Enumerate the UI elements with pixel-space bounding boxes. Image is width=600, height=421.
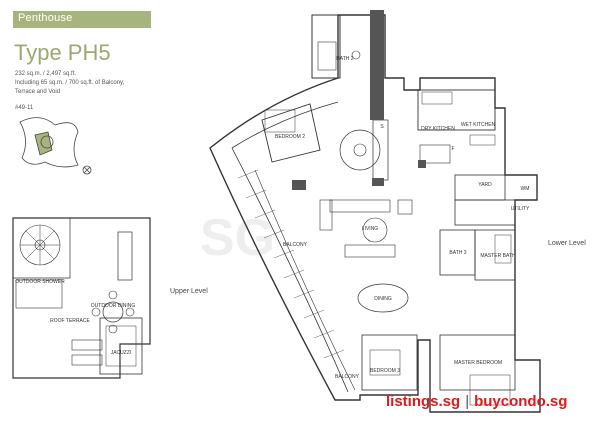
key-plan <box>19 117 92 175</box>
bath-3-label: BATH 3 <box>449 250 466 256</box>
unit-number: #49-11 <box>15 105 34 111</box>
living-label: LIVING <box>362 226 379 232</box>
bath-2-label: BATH 2 <box>336 56 353 62</box>
area-line-3: Terrace and Void <box>15 89 61 95</box>
outdoor-shower-label: OUTDOOR SHOWER <box>15 279 65 285</box>
jacuzzi-label: JACUZZI <box>111 350 132 356</box>
lower-level-plan <box>209 14 541 413</box>
brand-left: listings.sg <box>386 393 461 410</box>
brand-watermark: listings.sg|buycondo.sg <box>386 393 567 410</box>
store-label: S <box>380 124 384 130</box>
dry-kitchen-label: DRY KITCHEN <box>421 126 455 132</box>
utility-label: UTILITY <box>511 206 530 212</box>
brand-right: buycondo.sg <box>474 393 568 410</box>
yard-label: YARD <box>478 182 492 188</box>
outdoor-dining-label: OUTDOOR DINING <box>91 303 136 309</box>
area-line-1: 232 sq.m. / 2,497 sq.ft. <box>15 71 77 77</box>
master-bath-label: MASTER BATH <box>480 253 516 259</box>
bedroom-2-label: BEDROOM 2 <box>275 134 305 140</box>
wm-label: WM <box>521 186 530 192</box>
roof-terrace-label: ROOF TERRACE <box>50 318 90 324</box>
area-line-2: Including 65 sq.m. / 700 sq.ft. of Balco… <box>15 80 125 86</box>
watermark: SG <box>200 209 275 267</box>
section-header: Penthouse <box>13 11 151 28</box>
upper-level-plan <box>12 217 151 379</box>
fridge-label: F <box>451 146 454 152</box>
balcony-2-label: BALCONY <box>335 374 360 380</box>
structural-column <box>418 160 426 168</box>
dining-label: DINING <box>374 296 392 302</box>
lower-level-label: Lower Level <box>548 240 586 247</box>
master-bedroom-label: MASTER BEDROOM <box>454 360 502 366</box>
balcony-label: BALCONY <box>283 242 308 248</box>
bedroom-3-label: BEDROOM 3 <box>370 368 400 374</box>
brand-separator: | <box>465 393 470 410</box>
area-info: 232 sq.m. / 2,497 sq.ft. Including 65 sq… <box>15 70 145 97</box>
section-label: Penthouse <box>18 12 73 24</box>
structural-column <box>370 10 384 120</box>
structural-column <box>292 180 306 190</box>
unit-type-title: Type PH5 <box>14 40 111 65</box>
structural-column <box>372 178 384 186</box>
upper-level-label: Upper Level <box>170 288 208 295</box>
wet-kitchen-label: WET KITCHEN <box>461 122 496 128</box>
